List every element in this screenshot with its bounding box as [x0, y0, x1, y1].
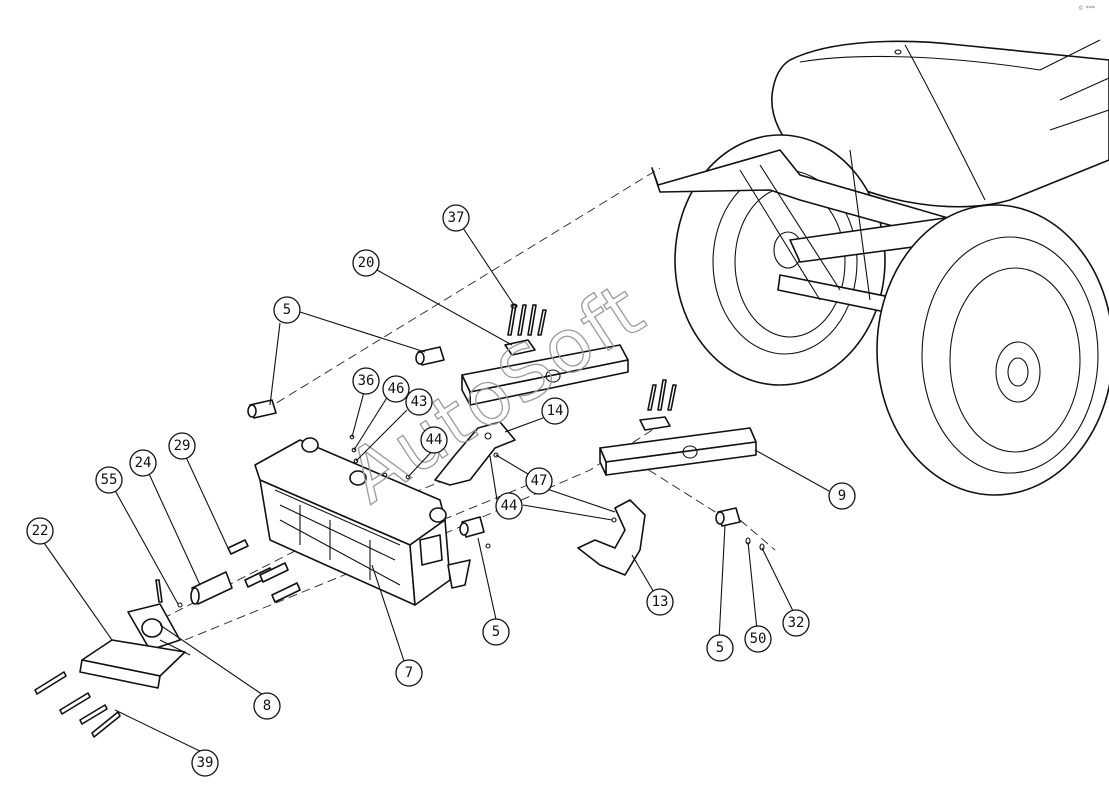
callout-label: 50 [750, 631, 767, 647]
callout-29: 29 [168, 432, 196, 460]
callout-label: 13 [652, 594, 669, 610]
bolts-39 [34, 671, 121, 738]
callout-8: 8 [253, 692, 281, 720]
callout-5: 5 [273, 296, 301, 324]
callout-9: 9 [828, 482, 856, 510]
callout-44: 44 [495, 492, 523, 520]
callout-label: 24 [135, 455, 152, 471]
callout-label: 55 [101, 472, 118, 488]
bolts-upper-right [639, 379, 677, 431]
callout-7: 7 [395, 659, 423, 687]
sprayer-tank-assembly [651, 39, 1109, 496]
callout-13: 13 [646, 588, 674, 616]
callout-22: 22 [26, 517, 54, 545]
callout-5: 5 [482, 618, 510, 646]
watermark-text: AutoSoft [333, 266, 660, 520]
pin-5-middle [459, 516, 485, 538]
pin-5-right [715, 507, 741, 527]
callout-50: 50 [744, 625, 772, 653]
leader-lines [41, 227, 830, 756]
callout-label: 29 [174, 438, 191, 454]
callout-43: 43 [405, 388, 433, 416]
callout-label: 8 [263, 698, 271, 714]
callout-46: 46 [382, 375, 410, 403]
callout-label: 5 [492, 624, 500, 640]
callout-32: 32 [782, 609, 810, 637]
callout-37: 37 [442, 204, 470, 232]
callout-36: 36 [352, 367, 380, 395]
callout-label: 44 [426, 432, 443, 448]
callout-24: 24 [129, 449, 157, 477]
roller-pins [227, 539, 301, 603]
callout-label: 9 [838, 488, 846, 504]
callout-label: 39 [197, 755, 214, 771]
plate-8 [127, 603, 191, 656]
callout-label: 44 [501, 498, 518, 514]
bracket-14 [434, 421, 516, 486]
callout-label: 14 [547, 403, 564, 419]
hitch-frame-7 [254, 437, 471, 606]
pin-5-upper [415, 346, 445, 366]
callout-label: 43 [411, 394, 428, 410]
callout-label: 22 [32, 523, 49, 539]
callout-label: 5 [716, 640, 724, 656]
bolt-55 [155, 579, 183, 608]
pin-5-left [247, 399, 277, 419]
plate-20 [504, 339, 536, 356]
callout-label: 46 [388, 381, 405, 397]
bolts-37 [507, 303, 547, 336]
callout-label: 36 [358, 373, 375, 389]
bracket-13 [577, 499, 646, 576]
callout-44: 44 [420, 426, 448, 454]
tube-24 [190, 571, 233, 605]
callout-39: 39 [191, 749, 219, 777]
tray-22 [79, 639, 186, 689]
corner-mark: © *** [1078, 5, 1095, 12]
callout-label: 7 [405, 665, 413, 681]
upper-beam [461, 344, 629, 406]
callout-20: 20 [352, 249, 380, 277]
callout-label: 5 [283, 302, 291, 318]
callout-label: 20 [358, 255, 375, 271]
callout-5: 5 [706, 634, 734, 662]
callout-47: 47 [525, 467, 553, 495]
callout-label: 37 [448, 210, 465, 226]
callout-55: 55 [95, 466, 123, 494]
callout-label: 47 [531, 473, 548, 489]
callout-label: 32 [788, 615, 805, 631]
tank-body [771, 40, 1109, 208]
right-wheel [876, 204, 1109, 496]
beam-9 [599, 427, 757, 476]
callout-14: 14 [541, 397, 569, 425]
